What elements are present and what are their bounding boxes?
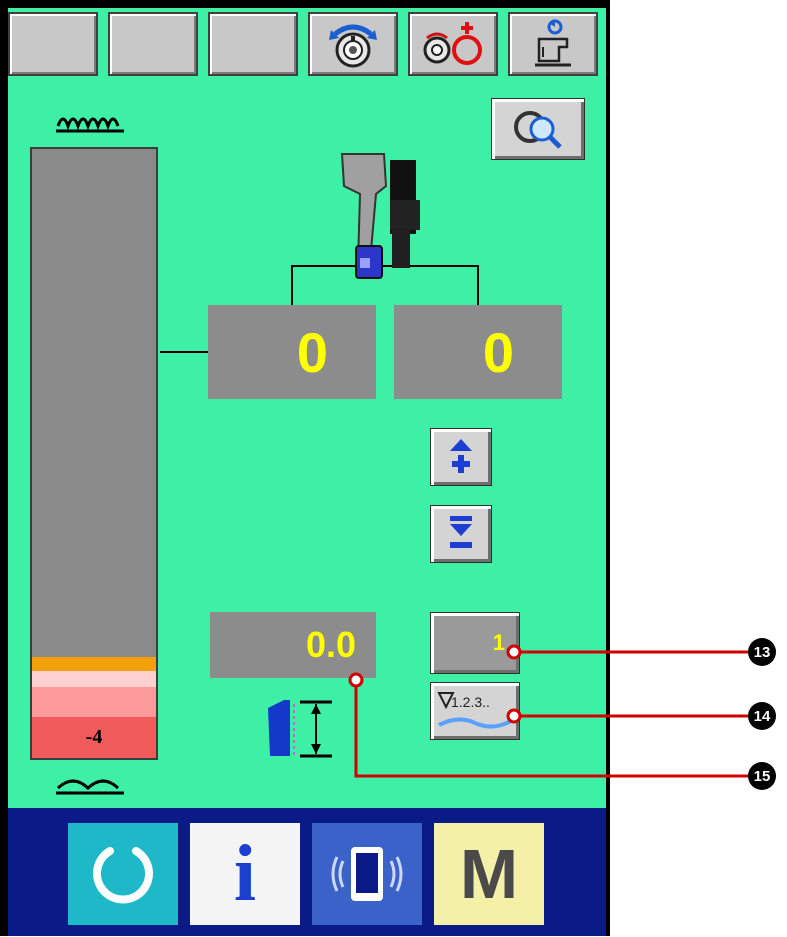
info-icon: i: [233, 830, 257, 918]
sequence-label: 1.2.3..: [451, 694, 490, 710]
toolbar-button-blank-3[interactable]: [208, 12, 298, 76]
zoom-button[interactable]: [491, 98, 585, 160]
toolbar-button-blank-2[interactable]: [108, 12, 198, 76]
sequence-icon: 1.2.3..: [437, 692, 512, 729]
arrow-up-plus-icon: [450, 439, 472, 473]
bobbin-counter-icon: [329, 24, 377, 68]
gauge-segment-pink: [32, 687, 156, 717]
decrease-button[interactable]: [430, 505, 492, 563]
gauge-segment-orange: [32, 657, 156, 671]
bobbin-reset-button[interactable]: [408, 12, 498, 76]
callout-14: 14: [748, 702, 776, 730]
stitch-length-icon: [268, 700, 332, 758]
ready-button[interactable]: [68, 823, 178, 925]
callout-15: 15: [748, 762, 776, 790]
tension-gauge: -4: [30, 147, 158, 760]
communication-button[interactable]: [312, 823, 422, 925]
info-button[interactable]: i: [190, 823, 300, 925]
arrow-down-minus-icon: [450, 516, 472, 548]
sequence-button[interactable]: 1.2.3..: [430, 682, 520, 740]
connector-lines: [160, 265, 479, 353]
counter-value: 1: [492, 630, 505, 655]
presser-right-value: 0: [394, 305, 562, 399]
callout-13: 13: [748, 638, 776, 666]
high-tension-wave-symbol: [56, 117, 124, 133]
mode-button[interactable]: M: [434, 823, 544, 925]
gauge-segment-light-pink: [32, 671, 156, 687]
gauge-segment-red: -4: [32, 717, 156, 758]
low-tension-wave-symbol: [56, 779, 124, 795]
communication-icon: [331, 847, 403, 901]
presser-left-value: 0: [208, 305, 376, 399]
machine-settings-button[interactable]: [508, 12, 598, 76]
gauge-value-label: -4: [85, 726, 103, 748]
bobbin-reset-icon: [423, 22, 482, 65]
callout-lines: [348, 644, 748, 778]
mode-label: M: [459, 835, 519, 913]
magnifier-zoom-icon: [514, 111, 562, 149]
increase-button[interactable]: [430, 428, 492, 486]
toolbar-button-blank-1[interactable]: [8, 12, 98, 76]
ready-circle-icon: [93, 847, 153, 904]
presser-foot-icon: [340, 153, 420, 279]
stitch-value-display: 0.0: [210, 612, 376, 678]
bobbin-counter-button[interactable]: [308, 12, 398, 76]
sewing-machine-icon: [535, 19, 571, 67]
counter-button[interactable]: 1: [430, 612, 520, 674]
